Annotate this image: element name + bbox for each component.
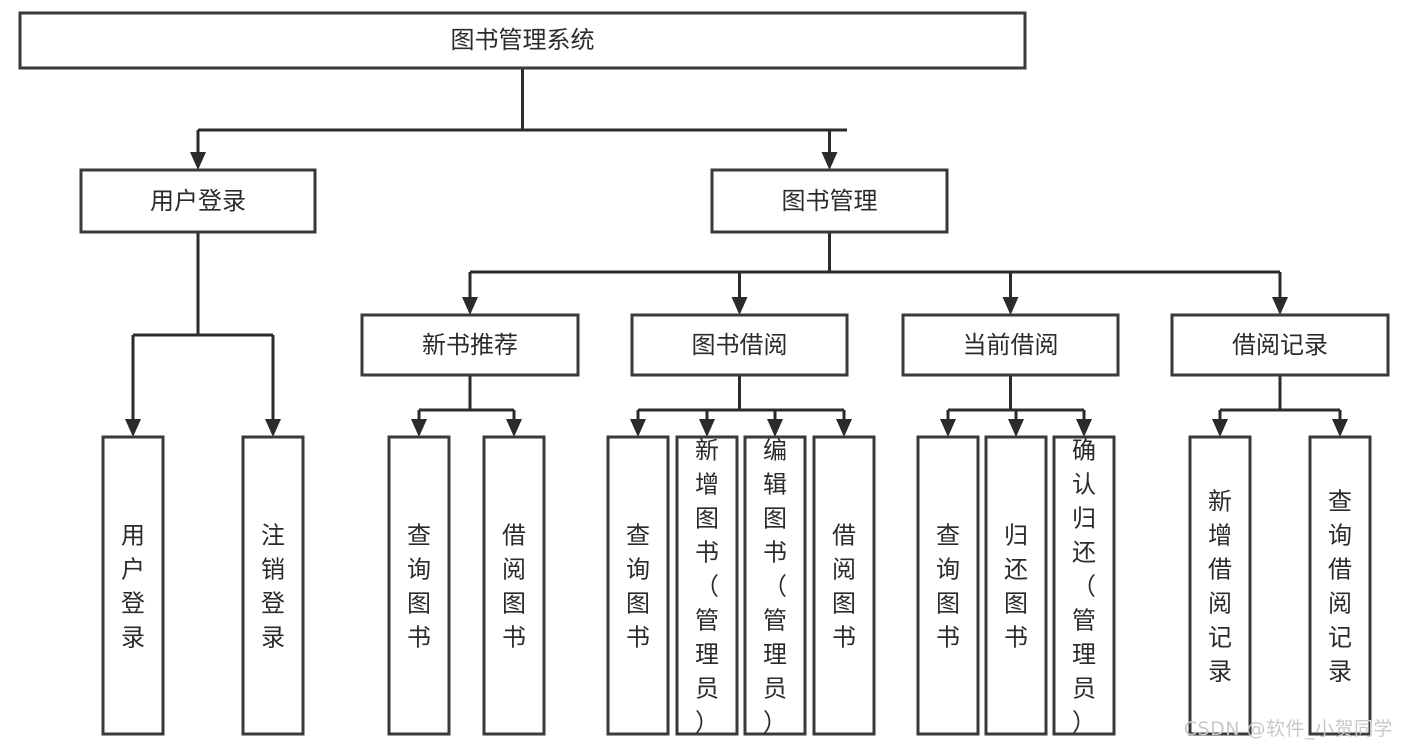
node-book-borrow-box[interactable] (630, 313, 849, 377)
arrow-to-new-book-recommend (462, 297, 478, 315)
node-leaf-query-book-3[interactable]: 查询图书 (916, 435, 980, 736)
connector-bookmanage-bus (468, 232, 1282, 297)
node-borrow-record[interactable]: 借阅记录 (1170, 313, 1390, 377)
node-leaf-borrow-book-2-box[interactable] (812, 435, 876, 736)
arrow-to-leaf-query-book-1 (411, 419, 427, 437)
node-leaf-add-record-label: 新增借阅记录 (1208, 488, 1232, 686)
arrow-to-book-manage (821, 152, 838, 170)
node-leaf-edit-book-box[interactable] (743, 435, 807, 736)
node-root-box[interactable] (18, 11, 1027, 70)
node-current-borrow-label: 当前借阅 (963, 331, 1059, 359)
node-book-manage-label: 图书管理 (782, 187, 878, 215)
node-leaf-return-book[interactable]: 归还图书 (984, 435, 1048, 736)
node-leaf-user-login[interactable]: 用户登录 (101, 435, 165, 736)
node-leaf-query-record[interactable]: 查询借阅记录 (1308, 435, 1372, 736)
connector-userlogin-bus (131, 232, 275, 419)
node-leaf-query-record-label: 查询借阅记录 (1328, 488, 1352, 686)
arrow-to-leaf-query-book-2 (630, 419, 646, 437)
arrow-to-leaf-query-record (1332, 419, 1348, 437)
node-leaf-borrow-book-1-box[interactable] (482, 435, 546, 736)
node-leaf-query-record-box[interactable] (1308, 435, 1372, 736)
arrow-to-user-login (190, 152, 206, 170)
node-leaf-user-login-box[interactable] (101, 435, 165, 736)
node-book-manage-box[interactable] (710, 168, 949, 234)
node-borrow-record-box[interactable] (1170, 313, 1390, 377)
node-leaf-borrow-book-2-label: 借阅图书 (832, 522, 856, 652)
node-user-login-box[interactable] (79, 168, 317, 234)
node-root-label: 图书管理系统 (451, 26, 595, 54)
node-leaf-borrow-book-1-label: 借阅图书 (502, 522, 526, 652)
node-leaf-confirm-return-label: 确认归还（管理员） (1072, 437, 1096, 737)
node-borrow-record-label: 借阅记录 (1232, 331, 1328, 359)
node-leaf-query-book-2-label: 查询图书 (626, 522, 650, 652)
node-leaf-edit-book-label: 编辑图书（管理员） (763, 437, 787, 737)
csdn-watermark: CSDN @软件_小贺同学 (1183, 718, 1393, 740)
arrow-to-leaf-user-login (125, 419, 141, 437)
node-leaf-user-logout[interactable]: 注销登录 (241, 435, 305, 736)
node-root[interactable]: 图书管理系统 (18, 11, 1027, 70)
node-new-book-recommend-box[interactable] (360, 313, 580, 377)
node-leaf-add-book-box[interactable] (675, 435, 739, 736)
arrow-to-leaf-borrow-book-2 (836, 419, 852, 437)
node-leaf-user-logout-label: 注销登录 (261, 522, 285, 652)
arrow-to-leaf-confirm-return (1076, 419, 1092, 437)
node-current-borrow[interactable]: 当前借阅 (901, 313, 1120, 377)
arrowhead-layer (125, 152, 1348, 437)
node-new-book-recommend-label: 新书推荐 (422, 331, 518, 359)
node-book-manage[interactable]: 图书管理 (710, 168, 949, 234)
node-book-borrow[interactable]: 图书借阅 (630, 313, 849, 377)
node-leaf-add-record-box[interactable] (1188, 435, 1252, 736)
node-current-borrow-box[interactable] (901, 313, 1120, 377)
arrow-to-leaf-user-logout (265, 419, 281, 437)
leaf-layer: 用户登录 注销登录 查询图书 借阅图书 查询图书 新增图书（管理员） (101, 435, 1372, 737)
node-leaf-confirm-return-box[interactable] (1052, 435, 1116, 736)
node-leaf-add-record[interactable]: 新增借阅记录 (1188, 435, 1252, 736)
node-book-borrow-label: 图书借阅 (692, 331, 788, 359)
node-leaf-borrow-book-2[interactable]: 借阅图书 (812, 435, 876, 736)
arrow-to-leaf-borrow-book-1 (506, 419, 522, 437)
arrow-to-leaf-edit-book (767, 419, 783, 437)
connector-newbook-bus (417, 375, 516, 419)
node-leaf-query-book-1-label: 查询图书 (407, 522, 431, 652)
node-user-login[interactable]: 用户登录 (79, 168, 317, 234)
arrow-to-borrow-record (1272, 297, 1288, 315)
connector-bookborrow-bus (636, 375, 846, 419)
node-leaf-return-book-box[interactable] (984, 435, 1048, 736)
node-leaf-user-login-label: 用户登录 (121, 522, 145, 652)
node-leaf-query-book-1-box[interactable] (387, 435, 451, 736)
node-leaf-query-book-1[interactable]: 查询图书 (387, 435, 451, 736)
node-leaf-query-book-3-label: 查询图书 (936, 522, 960, 652)
connector-root-bus (196, 68, 847, 152)
node-leaf-borrow-book-1[interactable]: 借阅图书 (482, 435, 546, 736)
arrow-to-leaf-add-book (699, 419, 715, 437)
arrow-to-current-borrow (1002, 297, 1019, 315)
node-leaf-query-book-3-box[interactable] (916, 435, 980, 736)
node-leaf-return-book-label: 归还图书 (1004, 522, 1028, 652)
node-leaf-query-book-2-box[interactable] (606, 435, 670, 736)
arrow-to-leaf-add-record (1212, 419, 1228, 437)
node-leaf-confirm-return[interactable]: 确认归还（管理员） (1052, 435, 1116, 737)
connector-layer (131, 68, 1342, 419)
node-leaf-add-book-label: 新增图书（管理员） (695, 437, 719, 737)
node-leaf-edit-book[interactable]: 编辑图书（管理员） (743, 435, 807, 737)
connector-currentborrow-bus (946, 375, 1086, 419)
node-new-book-recommend[interactable]: 新书推荐 (360, 313, 580, 377)
node-leaf-user-logout-box[interactable] (241, 435, 305, 736)
node-leaf-query-book-2[interactable]: 查询图书 (606, 435, 670, 736)
arrow-to-leaf-return-book (1008, 419, 1024, 437)
arrow-to-book-borrow (731, 297, 748, 315)
arrow-to-leaf-query-book-3 (940, 419, 956, 437)
connector-borrowrecord-bus (1218, 375, 1342, 419)
node-user-login-label: 用户登录 (150, 187, 246, 215)
node-leaf-add-book[interactable]: 新增图书（管理员） (675, 435, 739, 737)
